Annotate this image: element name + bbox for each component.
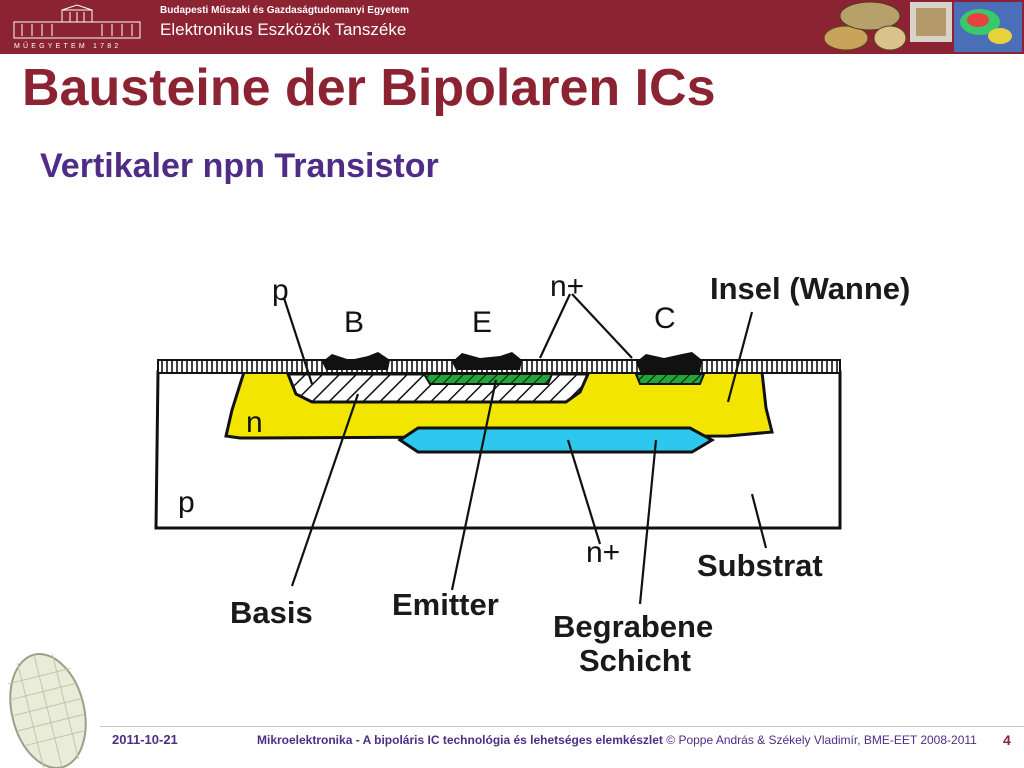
basis-label: Basis bbox=[230, 595, 313, 630]
insel-label: Insel (Wanne) bbox=[710, 271, 911, 306]
n-plus-top-label: n+ bbox=[550, 270, 584, 303]
begrabene-label: Begrabene bbox=[553, 609, 714, 644]
base-letter-label: B bbox=[344, 306, 364, 339]
wafer-icon bbox=[8, 653, 87, 768]
n-plus-leader-collector bbox=[571, 293, 633, 359]
p-top-leader bbox=[282, 297, 314, 385]
n-plus-leader-emitter bbox=[539, 293, 571, 359]
emitter-contact bbox=[452, 352, 522, 370]
basis-leader bbox=[290, 393, 360, 587]
emitter-label: Emitter bbox=[392, 587, 499, 622]
logo-text: MŰEGYETEM 1782 bbox=[14, 41, 121, 50]
footer-text: Mikroelektronika - A bipoláris IC techno… bbox=[257, 733, 977, 747]
collector-contact-region bbox=[634, 373, 706, 385]
buried-layer bbox=[397, 426, 716, 454]
emitter-region bbox=[422, 373, 554, 385]
n-island-label: n bbox=[246, 406, 263, 439]
wafer-images bbox=[823, 1, 1022, 52]
university-logo: MŰEGYETEM 1782 bbox=[13, 4, 141, 50]
emitter-leader bbox=[450, 379, 498, 591]
schicht-label: Schicht bbox=[579, 643, 691, 678]
emitter-letter-label: E bbox=[472, 306, 492, 339]
base-contact bbox=[322, 352, 390, 370]
n-plus-bottom-label: n+ bbox=[586, 536, 620, 569]
buried-layer-leader bbox=[638, 439, 658, 605]
footer-divider bbox=[100, 726, 1024, 727]
insel-leader bbox=[726, 311, 754, 403]
page-number: 4 bbox=[1003, 732, 1011, 748]
footer-credit: © Poppe András & Székely Vladimír, BME-E… bbox=[666, 733, 977, 747]
substrat-label: Substrat bbox=[697, 548, 823, 583]
university-name: Budapesti Műszaki és Gazdaságtudomanyi E… bbox=[160, 5, 409, 16]
slide-subtitle: Vertikaler npn Transistor bbox=[40, 147, 439, 185]
transistor-cross-section: p B E C n+ n p n+ bbox=[154, 270, 842, 605]
p-substrate-label: p bbox=[178, 486, 195, 519]
collector-letter-label: C bbox=[654, 302, 676, 335]
header-bar: MŰEGYETEM 1782 Budapesti Műszaki és Gazd… bbox=[0, 0, 1024, 54]
substrat-leader bbox=[750, 493, 768, 549]
collector-contact bbox=[636, 352, 702, 372]
n-plus-bottom-leader bbox=[566, 439, 602, 545]
slide-title: Bausteine der Bipolaren ICs bbox=[22, 59, 716, 117]
department-name: Elektronikus Eszközök Tanszéke bbox=[160, 20, 407, 39]
footer-course: Mikroelektronika - A bipoláris IC techno… bbox=[257, 733, 663, 747]
footer-date: 2011-10-21 bbox=[112, 732, 178, 747]
